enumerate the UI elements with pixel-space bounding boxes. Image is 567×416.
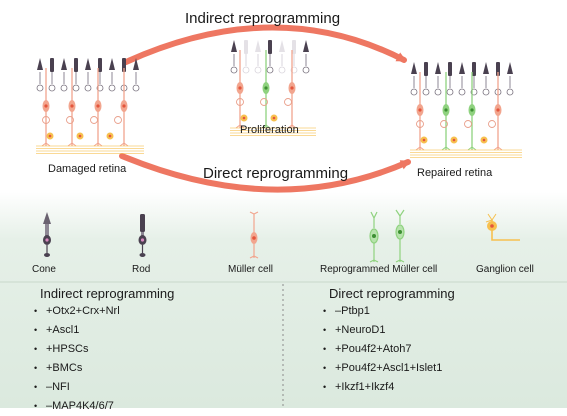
legend-rod-label: Rod [132, 264, 151, 275]
repaired-retina-illustration [410, 62, 522, 158]
muller-cell-icon [249, 211, 259, 259]
list-item: +BMCs [34, 359, 120, 378]
list-item: +HPSCs [34, 340, 120, 359]
list-item: +Pou4f2+Ascl1+Islet1 [323, 359, 442, 378]
list-item: +Pou4f2+Atoh7 [323, 340, 442, 359]
list-item: –MAP4K4/6/7 [34, 397, 120, 416]
list-item: –NFI [34, 378, 120, 397]
repaired-retina-label: Repaired retina [417, 167, 493, 179]
proliferation-illustration [230, 40, 316, 136]
proliferation-label: Proliferation [240, 124, 299, 136]
indirect-list-title: Indirect reprogramming [40, 286, 175, 301]
list-item: –Ptbp1 [323, 302, 442, 321]
list-item: +Ascl1 [34, 321, 120, 340]
indirect-arrow [123, 24, 407, 65]
damaged-retina-illustration [36, 58, 144, 154]
list-item: +NeuroD1 [323, 321, 442, 340]
legend-muller-label: Müller cell [228, 264, 274, 275]
ganglion-cell-icon [485, 213, 520, 241]
rod-cell-icon [138, 214, 147, 257]
list-item: +Otx2+Crx+Nrl [34, 302, 120, 321]
direct-list-title: Direct reprogramming [329, 286, 455, 301]
direct-arrow [119, 153, 411, 193]
cone-cell-icon [43, 212, 51, 257]
legend-cone-label: Cone [32, 264, 56, 275]
damaged-retina-label: Damaged retina [48, 163, 127, 175]
indirect-list: +Otx2+Crx+Nrl +Ascl1 +HPSCs +BMCs –NFI –… [34, 302, 120, 416]
direct-reprogramming-title: Direct reprogramming [203, 165, 349, 182]
legend-reprogrammed-label: Reprogrammed Müller cell [320, 264, 438, 275]
list-item: +Ikzf1+Ikzf4 [323, 378, 442, 397]
direct-list: –Ptbp1 +NeuroD1 +Pou4f2+Atoh7 +Pou4f2+As… [323, 302, 442, 397]
reprogrammed-muller-cell-icon [369, 209, 405, 263]
legend-ganglion-label: Ganglion cell [476, 264, 534, 275]
indirect-reprogramming-title: Indirect reprogramming [185, 10, 341, 27]
